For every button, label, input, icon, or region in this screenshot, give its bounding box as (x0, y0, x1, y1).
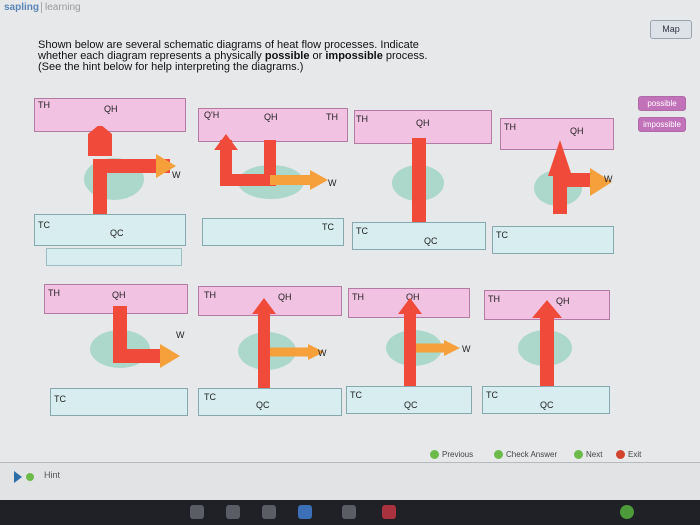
qc-label-1: QC (110, 228, 124, 238)
qh-label-5: QH (112, 290, 126, 300)
taskbar-app-icon[interactable] (298, 505, 312, 519)
tc-label-8: TC (486, 390, 498, 400)
answer-dropzone-1[interactable] (46, 248, 182, 266)
taskbar-app-icon[interactable] (382, 505, 396, 519)
heat-arrow-5 (113, 306, 180, 368)
heat-arrow-7 (398, 298, 460, 394)
instr-prefix: whether each diagram represents a physic… (38, 50, 265, 62)
impossible-drag-tile[interactable]: impossible (638, 117, 686, 132)
tc-label-7: TC (350, 390, 362, 400)
taskbar-app-icon[interactable] (342, 505, 356, 519)
th-label-6: TH (204, 290, 216, 300)
tc-label-1: TC (38, 220, 50, 230)
th-label-4: TH (504, 122, 516, 132)
th-label-2: TH (326, 112, 338, 122)
heat-arrow-1 (88, 126, 176, 221)
w-label-7: W (462, 344, 471, 354)
previous-button[interactable]: Previous (430, 450, 473, 460)
hint-label: Hint (44, 470, 61, 480)
map-label: Map (662, 24, 680, 34)
instr-impossible: impossible (325, 50, 383, 62)
qh-label-3: QH (416, 118, 430, 128)
hint-expand-icon (14, 471, 34, 483)
brand-name: sapling (4, 2, 40, 13)
os-taskbar (0, 500, 700, 525)
check-answer-label: Check Answer (506, 450, 558, 459)
w-label-6: W (318, 348, 327, 358)
tc-label-6: TC (204, 392, 216, 402)
instr-or: or (309, 50, 326, 62)
w-label-2: W (328, 178, 337, 188)
th-label-3: TH (356, 114, 368, 124)
qh-label-2: QH (264, 112, 278, 122)
taskbar-app-icon[interactable] (190, 505, 204, 519)
tc-label-5: TC (54, 394, 66, 404)
cold-reservoir-1 (34, 214, 186, 246)
th-label-7: TH (352, 292, 364, 302)
tc-label-4: TC (496, 230, 508, 240)
cold-reservoir-5 (50, 388, 188, 416)
taskbar-app-icon[interactable] (226, 505, 240, 519)
cold-reservoir-6 (198, 388, 342, 416)
instructions-line-1: Shown below are several schematic diagra… (38, 39, 419, 51)
qh-label-8: QH (556, 296, 570, 306)
map-button[interactable]: Map (650, 20, 692, 39)
qh-label-4: QH (570, 126, 584, 136)
hot-reservoir-1 (34, 98, 186, 132)
qc-label-6: QC (256, 400, 270, 410)
instructions: Shown below are several schematic diagra… (38, 40, 558, 73)
hot-reservoir-2 (198, 108, 348, 142)
cold-reservoir-2 (202, 218, 344, 246)
exit-label: Exit (628, 450, 642, 459)
qh-label-1: QH (104, 104, 118, 114)
previous-icon (430, 450, 439, 460)
next-button[interactable]: Next (574, 450, 602, 460)
heat-arrow-8 (532, 300, 562, 396)
check-answer-button[interactable]: Check Answer (494, 450, 557, 460)
th-label-8: TH (488, 294, 500, 304)
hint-bar[interactable]: Hint (0, 462, 700, 500)
cold-reservoir-4 (492, 226, 614, 254)
cold-reservoir-8 (482, 386, 610, 414)
possible-drag-tile[interactable]: possible (638, 96, 686, 111)
cold-reservoir-7 (346, 386, 472, 414)
instructions-line-2: whether each diagram represents a physic… (38, 51, 558, 62)
instr-possible: possible (264, 50, 310, 62)
heat-arrow-6 (252, 298, 324, 394)
heat-arrow-4 (548, 140, 612, 214)
exit-icon (616, 450, 625, 460)
qh-label-7: QH (406, 292, 420, 302)
qc-label-7: QC (404, 400, 418, 410)
instructions-line-3: (See the hint below for help interpretin… (38, 61, 304, 73)
qh-prime-label-2: Q'H (204, 110, 220, 120)
th-label-1: TH (38, 100, 50, 110)
heat-arrows-2 (214, 134, 328, 190)
brand-sub: learning (41, 2, 81, 13)
check-icon (494, 450, 503, 460)
exit-button[interactable]: Exit (616, 450, 641, 460)
tc-label-3: TC (356, 226, 368, 236)
tc-label-2: TC (322, 222, 334, 232)
previous-label: Previous (442, 450, 474, 459)
next-label: Next (586, 450, 603, 459)
instr-suffix: process. (382, 50, 428, 62)
hot-reservoir-4 (500, 118, 614, 150)
w-label-5: W (176, 330, 185, 340)
qc-label-8: QC (540, 400, 554, 410)
th-label-5: TH (48, 288, 60, 298)
qh-label-6: QH (278, 292, 292, 302)
next-icon (574, 450, 583, 460)
w-label-4: W (604, 174, 613, 184)
w-label-1: W (172, 170, 181, 180)
taskbar-app-icon[interactable] (262, 505, 276, 519)
cold-reservoir-3 (352, 222, 486, 250)
help-icon[interactable] (620, 505, 634, 519)
qc-label-3: QC (424, 236, 438, 246)
